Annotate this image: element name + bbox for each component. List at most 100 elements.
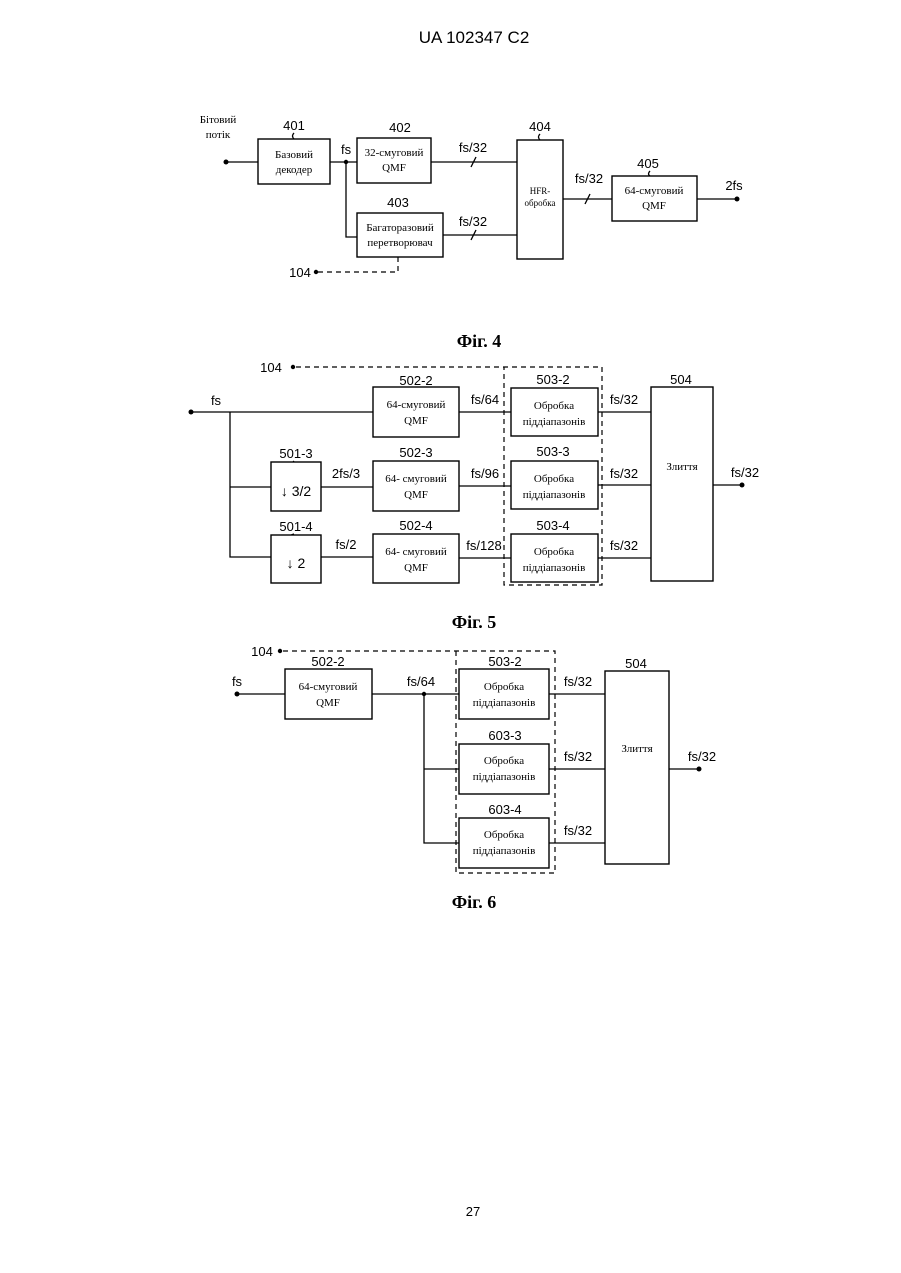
multi-converter-line1: Багаторазовий	[366, 222, 434, 234]
proc-line2: піддіапазонів	[473, 697, 536, 709]
fs-label: fs	[232, 674, 243, 689]
bitstream-label-line1: Бітовий	[200, 114, 237, 126]
ref-504: 504	[670, 372, 692, 387]
rate-label: fs/64	[407, 674, 435, 689]
patent-header: UA 102347 C2	[419, 28, 530, 47]
control-dot	[278, 649, 282, 653]
control-dot	[314, 270, 318, 274]
control-dot	[291, 365, 295, 369]
ref-502-2: 502-2	[399, 373, 432, 388]
ref-104: 104	[251, 644, 273, 659]
proc-line1: Обробка	[534, 546, 574, 558]
output-rate-label: fs/32	[731, 465, 759, 480]
qmf64-block	[285, 669, 372, 719]
hfr-line1: HFR-	[530, 186, 551, 196]
qmf-line1: 64-смуговий	[387, 399, 446, 411]
subband-processing-1	[459, 669, 549, 719]
qmf64-line2: QMF	[642, 200, 666, 212]
proc-line2: піддіапазонів	[473, 771, 536, 783]
ref-504: 504	[625, 656, 647, 671]
figure-6-caption: Фіг. 6	[452, 892, 497, 912]
proc-line1: Обробка	[484, 755, 524, 767]
merge-block	[605, 671, 669, 864]
ref-405: 405	[637, 156, 659, 171]
leader	[293, 133, 295, 139]
proc-line2: піддіапазонів	[523, 489, 586, 501]
output-dot	[740, 483, 745, 488]
merge-label: Злиття	[621, 743, 652, 755]
proc-line1: Обробка	[534, 400, 574, 412]
ref-104: 104	[260, 360, 282, 375]
qmf-line1: 64- смуговий	[385, 473, 447, 485]
core-decoder-line1: Базовий	[275, 149, 313, 161]
proc-line2: піддіапазонів	[523, 416, 586, 428]
output-rate-label: 2fs	[725, 178, 743, 193]
ref-501-4: 501-4	[279, 519, 312, 534]
figure-4-caption: Фіг. 4	[457, 331, 502, 351]
merge-block	[651, 387, 713, 581]
bitstream-label-line2: потік	[206, 129, 231, 141]
core-decoder-line2: декодер	[276, 164, 313, 176]
ref-503-2: 503-2	[488, 654, 521, 669]
rate-label: fs/32	[459, 140, 487, 155]
ref-501-3: 501-3	[279, 446, 312, 461]
subband-processing-2	[459, 744, 549, 794]
downsampler-label: ↓ 3/2	[281, 483, 312, 499]
rate-label: fs/64	[471, 392, 499, 407]
ref-503-4: 503-4	[536, 518, 569, 533]
ref-404: 404	[529, 119, 551, 134]
figure-4: Бітовий потік 401 Базовий декодер fs 402…	[200, 114, 743, 351]
ref-503-2: 503-2	[536, 372, 569, 387]
rate-label: fs/32	[575, 171, 603, 186]
ref-104: 104	[289, 265, 311, 280]
wire	[230, 412, 271, 557]
rate-label: fs/32	[610, 466, 638, 481]
proc-line1: Обробка	[534, 473, 574, 485]
ref-402: 402	[389, 120, 411, 135]
subband-processing-2	[511, 461, 598, 509]
ref-502-2: 502-2	[311, 654, 344, 669]
qmf64-block-3	[373, 534, 459, 583]
figure-5: 104 fs 501-3 ↓ 3/2 501-4 ↓ 2 2fs/3 fs/2 …	[189, 360, 760, 632]
core-decoder-block	[258, 139, 330, 184]
proc-line1: Обробка	[484, 681, 524, 693]
proc-line2: піддіапазонів	[473, 845, 536, 857]
ref-403: 403	[387, 195, 409, 210]
qmf-line2: QMF	[404, 562, 428, 574]
wire	[346, 162, 357, 237]
merge-label: Злиття	[666, 461, 697, 473]
multi-converter-block	[357, 213, 443, 257]
qmf64-line1: 64-смуговий	[625, 185, 684, 197]
qmf64-block-2	[373, 461, 459, 511]
qmf32-line1: 32-смуговий	[365, 147, 424, 159]
figure-5-caption: Фіг. 5	[452, 612, 497, 632]
qmf-line2: QMF	[404, 415, 428, 427]
rate-label: fs/32	[459, 214, 487, 229]
rate-label: fs/128	[466, 538, 501, 553]
ref-603-4: 603-4	[488, 802, 521, 817]
qmf32-line2: QMF	[382, 162, 406, 174]
qmf-line1: 64-смуговий	[299, 681, 358, 693]
ref-502-4: 502-4	[399, 518, 432, 533]
leader	[539, 134, 541, 140]
hfr-line2: обробка	[525, 198, 556, 208]
downsampler-label: ↓ 2	[287, 555, 306, 571]
qmf-line2: QMF	[316, 697, 340, 709]
rate-label: fs/32	[564, 674, 592, 689]
output-dot	[697, 767, 702, 772]
qmf-line2: QMF	[404, 489, 428, 501]
fs-label: fs	[341, 142, 352, 157]
rate-label: fs/32	[564, 823, 592, 838]
subband-processing-1	[511, 388, 598, 436]
qmf64-block	[612, 176, 697, 221]
subband-processing-3	[459, 818, 549, 868]
rate-label: fs/32	[610, 538, 638, 553]
leader	[649, 171, 651, 176]
rate-label: 2fs/3	[332, 466, 360, 481]
subband-processing-3	[511, 534, 598, 582]
rate-label: fs/32	[610, 392, 638, 407]
proc-line1: Обробка	[484, 829, 524, 841]
page-number: 27	[466, 1204, 480, 1219]
qmf-line1: 64- смуговий	[385, 546, 447, 558]
